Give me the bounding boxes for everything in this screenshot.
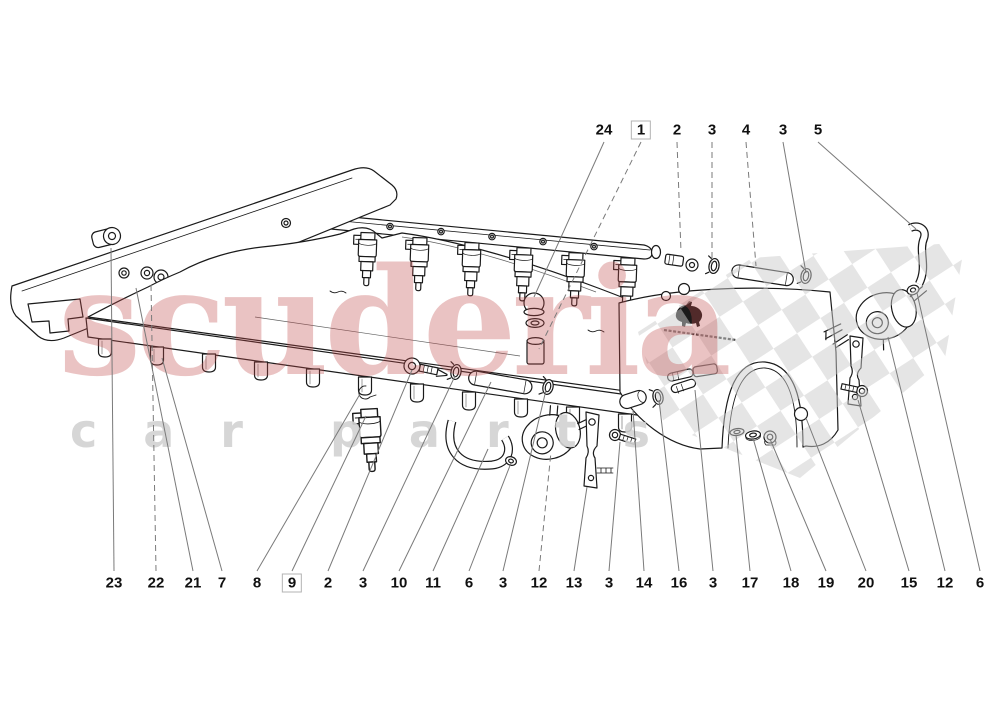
leader-line-8: [256, 393, 361, 572]
callout-3: 3: [498, 574, 508, 592]
leader-line-23: [110, 247, 115, 572]
leader-line-1: [538, 141, 642, 350]
leader-line-4: [745, 141, 757, 267]
callout-1: 1: [630, 120, 652, 140]
fuel-rail-upper: [309, 212, 653, 260]
callout-13: 13: [565, 574, 583, 592]
fuel-pressure-regulator-left: [521, 405, 597, 460]
leader-line-10: [398, 381, 492, 572]
callout-6: 6: [464, 574, 474, 592]
leader-line-18: [752, 437, 792, 572]
callout-11: 11: [425, 574, 441, 592]
callout-3: 3: [707, 121, 717, 139]
cover-hole: [677, 282, 691, 296]
callout-2: 2: [672, 121, 682, 139]
leader-line-16: [658, 399, 680, 572]
dome-cap: [523, 292, 545, 317]
leader-line-2: [676, 141, 682, 253]
callout-18: 18: [782, 574, 800, 592]
callout-19: 19: [817, 574, 835, 592]
leader-line-2: [327, 369, 413, 572]
cover-hole: [660, 290, 672, 302]
cap-washer: [525, 318, 545, 329]
callout-3: 3: [604, 574, 614, 592]
vacuum-hose: [446, 420, 512, 469]
banjo-bolt: [403, 357, 448, 377]
callout-3: 3: [708, 574, 718, 592]
leader-line-17: [735, 434, 751, 572]
callout-12: 12: [936, 574, 954, 592]
leader-line-11: [432, 448, 489, 572]
callout-3: 3: [358, 574, 368, 592]
callout-4: 4: [741, 121, 751, 139]
leader-line-3: [694, 389, 714, 572]
callout-8: 8: [252, 574, 262, 592]
regulator-bracket-left: [583, 411, 614, 489]
callout-7: 7: [217, 574, 227, 592]
callout-10: 10: [390, 574, 408, 592]
leader-line-6: [468, 462, 512, 572]
cover-end-tab: [27, 298, 84, 334]
callout-12: 12: [530, 574, 548, 592]
callout-17: 17: [741, 574, 759, 592]
leader-line-19: [769, 438, 827, 572]
leader-line-22: [150, 283, 157, 572]
callout-6: 6: [975, 574, 985, 592]
callout-14: 14: [635, 574, 653, 592]
spacer-sleeve: [619, 389, 647, 410]
cover-detail-mark: [329, 290, 347, 294]
callout-22: 22: [147, 574, 165, 592]
cover-washers: [118, 266, 169, 285]
hose-ring: [505, 456, 517, 466]
callout-24: 24: [595, 121, 613, 139]
barb-fitting: [664, 253, 685, 267]
leader-line-13: [573, 486, 588, 572]
leader-line-3: [782, 141, 807, 274]
callout-21: 21: [184, 574, 202, 592]
callout-9: 9: [281, 573, 303, 593]
leader-line-7: [161, 357, 223, 572]
leader-line-3: [362, 375, 456, 572]
callout-23: 23: [105, 574, 123, 592]
leader-line-12: [538, 451, 552, 572]
sealing-plug: [91, 226, 122, 249]
leader-line-12: [887, 336, 946, 572]
callout-16: 16: [670, 574, 688, 592]
checker-flag-watermark: [638, 242, 965, 478]
leader-line-5: [817, 141, 917, 230]
leader-line-15: [857, 399, 910, 572]
leader-line-6: [916, 292, 981, 572]
fuel-hose-lower: [468, 370, 533, 395]
leader-line-9: [291, 415, 367, 572]
cover-detail-mark: [587, 329, 605, 333]
leader-line-20: [805, 417, 867, 572]
callout-15: 15: [900, 574, 918, 592]
callout-3: 3: [778, 121, 788, 139]
leader-line-14: [632, 409, 645, 572]
rail-end-nut: [650, 244, 662, 260]
leader-line-3: [608, 441, 621, 572]
callout-2: 2: [323, 574, 333, 592]
leader-line-3: [502, 389, 547, 572]
leader-line-24: [533, 141, 605, 298]
left-valve-cover: [10, 167, 398, 342]
spacer-bush: [526, 337, 545, 365]
rail-mount-holes: [386, 222, 598, 251]
callout-5: 5: [813, 121, 823, 139]
callout-20: 20: [857, 574, 875, 592]
leader-line-21: [135, 287, 194, 572]
